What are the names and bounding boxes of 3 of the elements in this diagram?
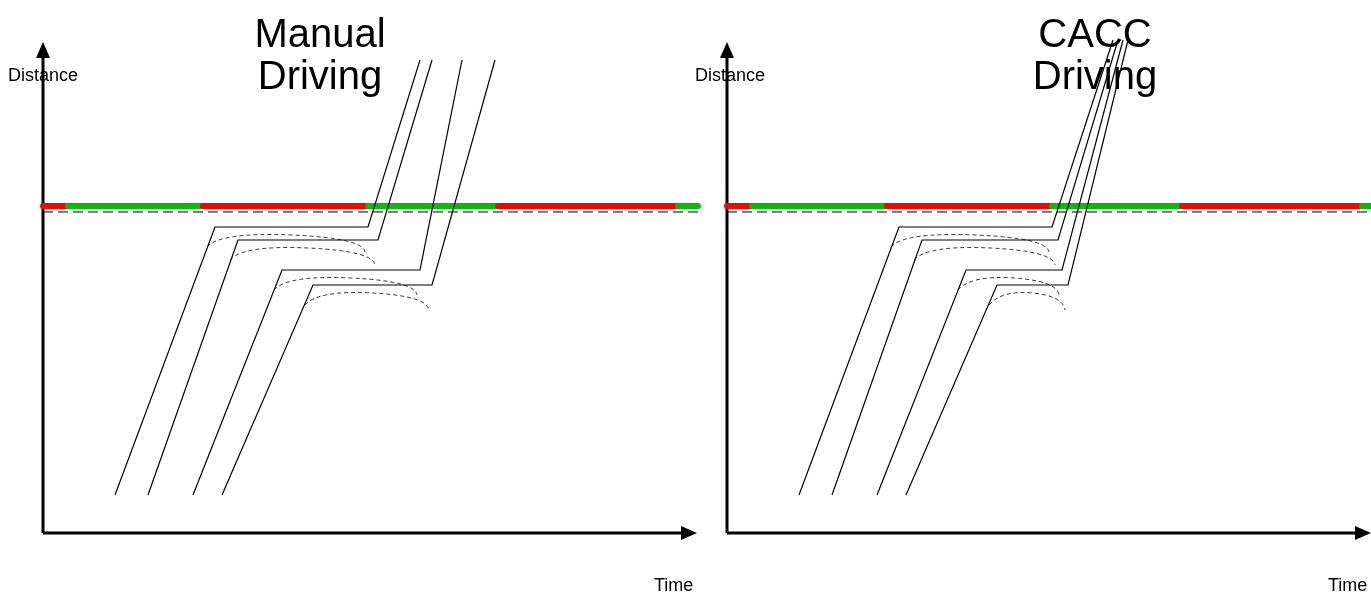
axis-label: Time — [1328, 574, 1368, 596]
chart-title: Manual Driving — [253, 12, 387, 96]
axis-label: Time — [654, 574, 694, 596]
